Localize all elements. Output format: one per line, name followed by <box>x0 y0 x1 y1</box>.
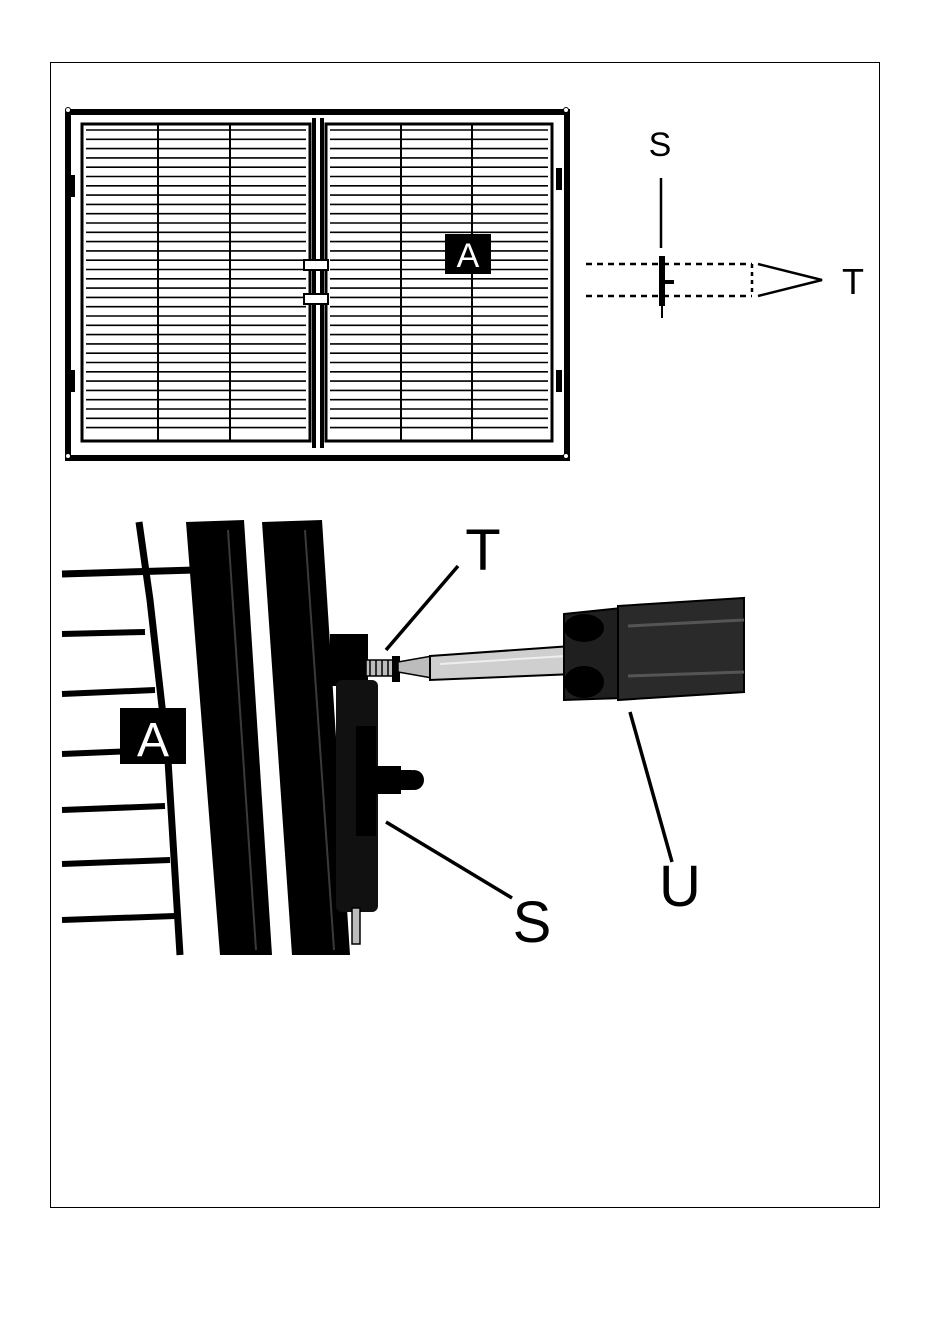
hinge-right-lower <box>556 370 562 392</box>
screwdriver-u <box>398 598 744 700</box>
corner-bolt-tr <box>564 108 569 113</box>
corner-bolt-tl <box>66 108 71 113</box>
callout-t-bottom: T <box>465 518 500 583</box>
hinge-right-upper <box>556 168 562 190</box>
latch-lower <box>304 294 328 304</box>
corner-bolt-br <box>564 454 569 459</box>
screw-t <box>366 656 400 682</box>
left-vertical-wire-2 <box>229 124 231 441</box>
gate-center-post-right <box>320 118 324 448</box>
left-vertical-wire-1 <box>157 124 159 441</box>
callout-line-s-bottom <box>386 822 512 898</box>
gate-panel-figure: A <box>66 108 570 461</box>
right-vertical-wire-1 <box>400 124 402 441</box>
latch-block-upper <box>330 634 368 686</box>
right-vertical-wire-2 <box>471 124 473 441</box>
latch-detail-top: S T <box>586 126 864 318</box>
hinge-left-lower <box>69 370 75 392</box>
panel-label-top: A <box>457 237 480 275</box>
screwdriver-collar-lower <box>564 666 604 698</box>
callout-line-t-bottom <box>386 566 458 650</box>
callout-u-bottom: U <box>659 854 701 919</box>
mesh-wire-6 <box>62 860 170 864</box>
corner-bolt-bl <box>66 454 71 459</box>
callout-line-u-bottom <box>630 712 672 862</box>
latch-slot <box>356 726 376 836</box>
mesh-wire-3 <box>62 690 155 694</box>
callout-s-top: S <box>649 126 672 164</box>
mesh-wire-2 <box>62 632 145 634</box>
mesh-wire-7 <box>62 916 175 920</box>
latch-upper <box>304 260 328 270</box>
gate-center-post-left <box>312 118 316 448</box>
callout-t-top: T <box>842 261 864 302</box>
screwdriver-tip <box>398 656 432 678</box>
closeup-figure: A <box>62 518 744 955</box>
latch-knob-head <box>404 770 424 790</box>
gate-outer-frame <box>66 110 569 460</box>
callout-s-bottom: S <box>513 890 552 955</box>
mesh-wire-5 <box>62 806 165 810</box>
panel-label-bottom: A <box>137 714 169 767</box>
screwdriver-handle <box>618 598 744 700</box>
hinge-left-upper <box>69 175 75 197</box>
latch-part-s-top <box>659 256 665 306</box>
frame-post-outer <box>186 520 272 955</box>
screwdriver-collar-upper <box>564 614 604 642</box>
latch-pin-bottom <box>352 908 360 944</box>
latch-knob-base <box>375 766 401 794</box>
latch-screw-top <box>665 280 674 284</box>
callout-bracket-t-top <box>758 264 822 296</box>
mesh-wire-1 <box>62 570 195 574</box>
